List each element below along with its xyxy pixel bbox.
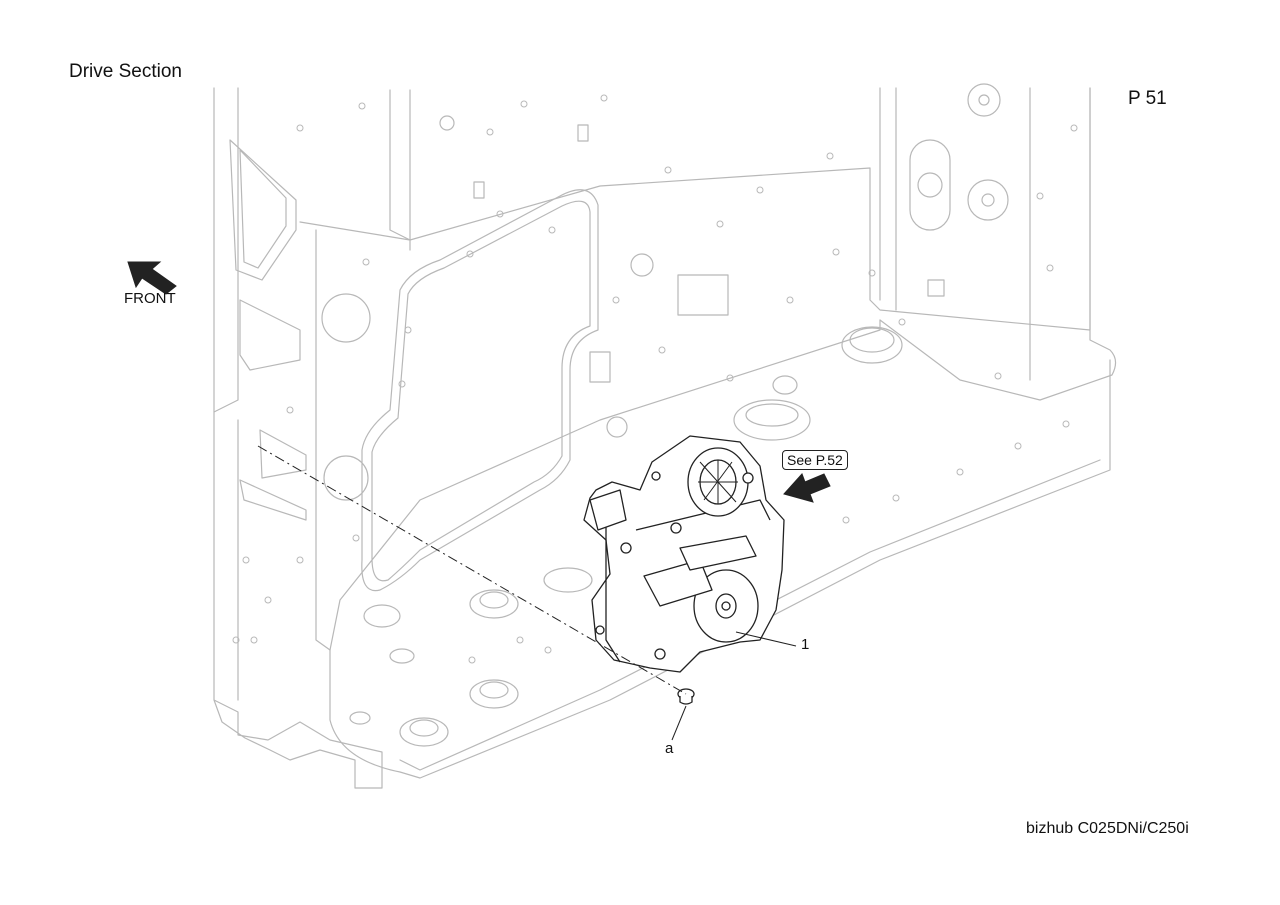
front-direction-label: FRONT xyxy=(124,290,176,307)
callout-label-a: a xyxy=(665,740,674,757)
rear-frame-plate xyxy=(299,87,1091,331)
page-number: P 51 xyxy=(1128,88,1167,109)
model-name-footer: bizhub C025DNi/C250i xyxy=(1026,820,1189,837)
reference-arrow-icon xyxy=(783,473,831,503)
page-title: Drive Section xyxy=(69,61,182,82)
callout-label-1: 1 xyxy=(801,636,810,653)
front-arrow-icon xyxy=(127,261,177,295)
assembly-guide-line xyxy=(257,445,687,695)
right-frame-plate xyxy=(879,87,1117,401)
left-frame-plate xyxy=(213,87,383,789)
see-page-reference-link[interactable]: See P.52 xyxy=(782,450,848,470)
leader-line-1 xyxy=(735,631,797,647)
leader-line-a xyxy=(671,705,687,741)
base-plate xyxy=(329,359,1111,779)
drive-unit-assembly xyxy=(583,435,785,673)
frame-window xyxy=(361,189,599,592)
